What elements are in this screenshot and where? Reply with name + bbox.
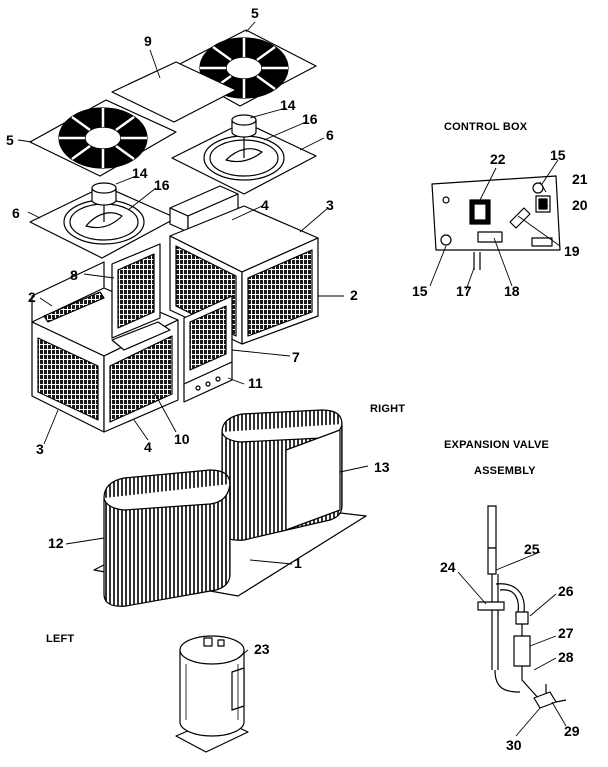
callout-13: 13 bbox=[374, 459, 390, 475]
callout-8: 8 bbox=[70, 267, 78, 283]
callout-4-top: 4 bbox=[261, 197, 269, 213]
leader-lines bbox=[17, 21, 567, 737]
callout-4-bottom: 4 bbox=[144, 439, 152, 455]
top-cover-panel bbox=[111, 61, 237, 123]
callout-22: 22 bbox=[490, 151, 506, 167]
callout-18: 18 bbox=[504, 283, 520, 299]
callout-21: 21 bbox=[572, 171, 588, 187]
fan-grille-top-left bbox=[29, 99, 177, 177]
callout-7: 7 bbox=[292, 349, 300, 365]
compressor-23 bbox=[175, 635, 249, 753]
callout-20: 20 bbox=[572, 197, 588, 213]
left-side-label: LEFT bbox=[46, 633, 75, 645]
callout-2-left: 2 bbox=[28, 289, 36, 305]
control-box-heading: CONTROL BOX bbox=[444, 121, 528, 133]
control-panel-11 bbox=[183, 361, 233, 403]
fan-orifice-panel-left bbox=[29, 182, 177, 259]
callout-28: 28 bbox=[558, 649, 574, 665]
callout-6-right: 6 bbox=[326, 127, 334, 143]
callout-30: 30 bbox=[506, 737, 522, 753]
control-box-cover bbox=[169, 185, 239, 233]
callout-3-top: 3 bbox=[326, 197, 334, 213]
callout-14-left: 14 bbox=[132, 165, 148, 181]
expansion-valve-assembly bbox=[477, 505, 567, 709]
callout-12: 12 bbox=[48, 535, 64, 551]
callout-24: 24 bbox=[440, 559, 456, 575]
expansion-valve-heading: EXPANSION VALVE bbox=[444, 439, 550, 451]
callout-19: 19 bbox=[564, 243, 580, 259]
callout-15-top: 15 bbox=[550, 147, 566, 163]
callout-2-right: 2 bbox=[350, 287, 358, 303]
callout-29: 29 bbox=[564, 723, 580, 739]
callout-3-bottom: 3 bbox=[36, 441, 44, 457]
cabinet-left-section bbox=[31, 261, 179, 433]
access-panel-8 bbox=[111, 243, 161, 339]
assembly-heading: ASSEMBLY bbox=[474, 465, 536, 477]
callout-5-top: 5 bbox=[251, 5, 259, 21]
coil-13 bbox=[221, 409, 343, 541]
callout-6-left: 6 bbox=[12, 205, 20, 221]
callout-10: 10 bbox=[174, 431, 190, 447]
fan-orifice-panel-right bbox=[171, 114, 317, 195]
right-side-label: RIGHT bbox=[370, 403, 406, 415]
callout-16-right: 16 bbox=[302, 111, 318, 127]
callout-27: 27 bbox=[558, 625, 574, 641]
access-panel-7 bbox=[183, 295, 233, 387]
access-panel-10 bbox=[111, 321, 171, 351]
callout-11: 11 bbox=[248, 375, 263, 391]
callout-16-left: 16 bbox=[154, 177, 170, 193]
callout-26: 26 bbox=[558, 583, 574, 599]
callout-15-bottom: 15 bbox=[412, 283, 428, 299]
coil-12 bbox=[103, 469, 231, 607]
callout-9: 9 bbox=[144, 33, 152, 49]
callout-5-left: 5 bbox=[6, 132, 14, 148]
callout-17: 17 bbox=[456, 283, 472, 299]
control-box-panel bbox=[431, 175, 561, 270]
callout-14-right: 14 bbox=[280, 97, 296, 113]
callout-1: 1 bbox=[294, 555, 302, 571]
callout-25: 25 bbox=[524, 541, 540, 557]
callout-23: 23 bbox=[254, 641, 270, 657]
